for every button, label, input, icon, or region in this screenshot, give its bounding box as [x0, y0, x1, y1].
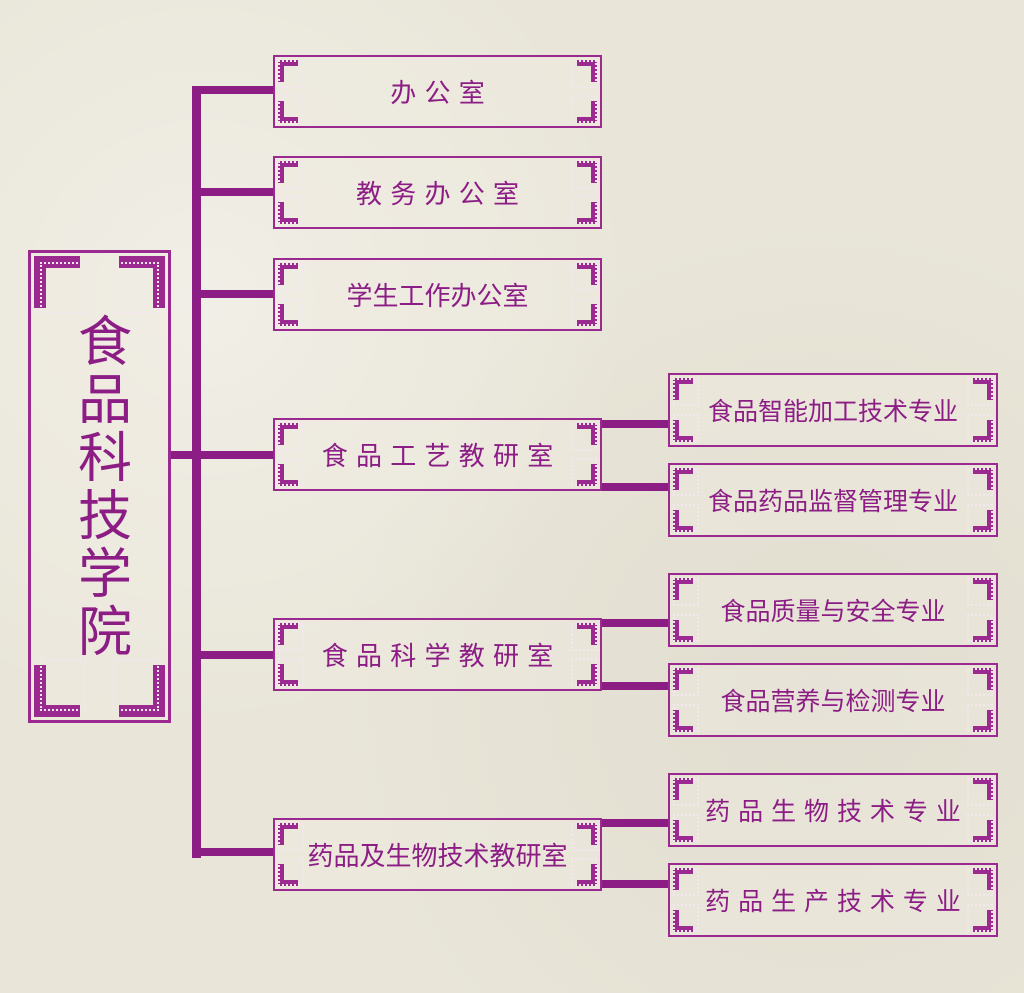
major-node: 食品药品监督管理专业	[668, 463, 998, 537]
corner-ornament-icon	[967, 504, 993, 532]
major-connector	[601, 880, 669, 888]
corner-ornament-icon	[967, 778, 993, 806]
corner-ornament-icon	[967, 414, 993, 442]
major-label: 药 品 生 物 技 术 专 业	[705, 797, 961, 826]
corner-ornament-icon	[113, 256, 165, 314]
corner-ornament-icon	[673, 614, 699, 642]
corner-ornament-icon	[278, 161, 304, 189]
corner-ornament-icon	[673, 904, 699, 932]
corner-ornament-icon	[571, 858, 597, 886]
branch-line	[192, 451, 274, 459]
major-label: 食品营养与检测专业	[720, 687, 946, 716]
office-node: 学生工作办公室	[273, 258, 602, 331]
major-label: 食品质量与安全专业	[720, 597, 946, 626]
root-node: 食品科技学院	[28, 250, 171, 723]
corner-ornament-icon	[278, 658, 304, 686]
corner-ornament-icon	[967, 814, 993, 842]
corner-ornament-icon	[278, 196, 304, 224]
corner-ornament-icon	[673, 414, 699, 442]
corner-ornament-icon	[113, 659, 165, 717]
corner-ornament-icon	[673, 504, 699, 532]
corner-ornament-icon	[967, 378, 993, 406]
corner-ornament-icon	[967, 904, 993, 932]
corner-ornament-icon	[571, 823, 597, 851]
branch-line	[192, 86, 274, 94]
corner-ornament-icon	[571, 263, 597, 291]
office-node: 教 务 办 公 室	[273, 156, 602, 229]
branch-line	[192, 188, 274, 196]
major-node: 食品营养与检测专业	[668, 663, 998, 737]
corner-ornament-icon	[34, 256, 86, 314]
corner-ornament-icon	[673, 668, 699, 696]
major-connector	[601, 819, 669, 827]
corner-ornament-icon	[673, 704, 699, 732]
branch-line	[192, 651, 274, 659]
corner-ornament-icon	[571, 95, 597, 123]
corner-ornament-icon	[967, 668, 993, 696]
major-connector	[601, 420, 669, 428]
major-node: 药 品 生 物 技 术 专 业	[668, 773, 998, 847]
corner-ornament-icon	[278, 623, 304, 651]
corner-ornament-icon	[571, 298, 597, 326]
corner-ornament-icon	[673, 378, 699, 406]
root-title: 食品科技学院	[68, 312, 132, 661]
corner-ornament-icon	[571, 161, 597, 189]
major-connector	[601, 619, 669, 627]
root-connector	[170, 451, 200, 459]
major-label: 药 品 生 产 技 术 专 业	[705, 887, 961, 916]
corner-ornament-icon	[967, 578, 993, 606]
corner-ornament-icon	[571, 423, 597, 451]
office-label: 学生工作办公室	[346, 282, 529, 312]
office-label: 办 公 室	[390, 79, 485, 109]
corner-ornament-icon	[571, 196, 597, 224]
corner-ornament-icon	[278, 298, 304, 326]
major-node: 食品质量与安全专业	[668, 573, 998, 647]
corner-ornament-icon	[673, 868, 699, 896]
corner-ornament-icon	[278, 458, 304, 486]
corner-ornament-icon	[278, 823, 304, 851]
corner-ornament-icon	[278, 95, 304, 123]
department-node: 食 品 科 学 教 研 室	[273, 618, 602, 691]
major-connector	[601, 682, 669, 690]
corner-ornament-icon	[278, 60, 304, 88]
major-node: 食品智能加工技术专业	[668, 373, 998, 447]
office-node: 办 公 室	[273, 55, 602, 128]
corner-ornament-icon	[278, 263, 304, 291]
corner-ornament-icon	[967, 704, 993, 732]
major-label: 食品药品监督管理专业	[707, 487, 958, 516]
major-connector	[601, 483, 669, 491]
corner-ornament-icon	[967, 868, 993, 896]
department-label: 药品及生物技术教研室	[307, 842, 568, 872]
department-node: 食 品 工 艺 教 研 室	[273, 418, 602, 491]
corner-ornament-icon	[571, 658, 597, 686]
department-label: 食 品 科 学 教 研 室	[321, 642, 554, 672]
corner-ornament-icon	[967, 468, 993, 496]
corner-ornament-icon	[673, 778, 699, 806]
branch-line	[192, 290, 274, 298]
department-node: 药品及生物技术教研室	[273, 818, 602, 891]
corner-ornament-icon	[673, 468, 699, 496]
corner-ornament-icon	[673, 578, 699, 606]
major-node: 药 品 生 产 技 术 专 业	[668, 863, 998, 937]
trunk-line	[192, 86, 201, 858]
branch-line	[192, 848, 274, 856]
corner-ornament-icon	[571, 623, 597, 651]
corner-ornament-icon	[34, 659, 86, 717]
corner-ornament-icon	[571, 60, 597, 88]
major-label: 食品智能加工技术专业	[707, 397, 958, 426]
department-label: 食 品 工 艺 教 研 室	[321, 442, 554, 472]
corner-ornament-icon	[673, 814, 699, 842]
corner-ornament-icon	[571, 458, 597, 486]
office-label: 教 务 办 公 室	[355, 180, 520, 210]
corner-ornament-icon	[278, 858, 304, 886]
corner-ornament-icon	[967, 614, 993, 642]
corner-ornament-icon	[278, 423, 304, 451]
